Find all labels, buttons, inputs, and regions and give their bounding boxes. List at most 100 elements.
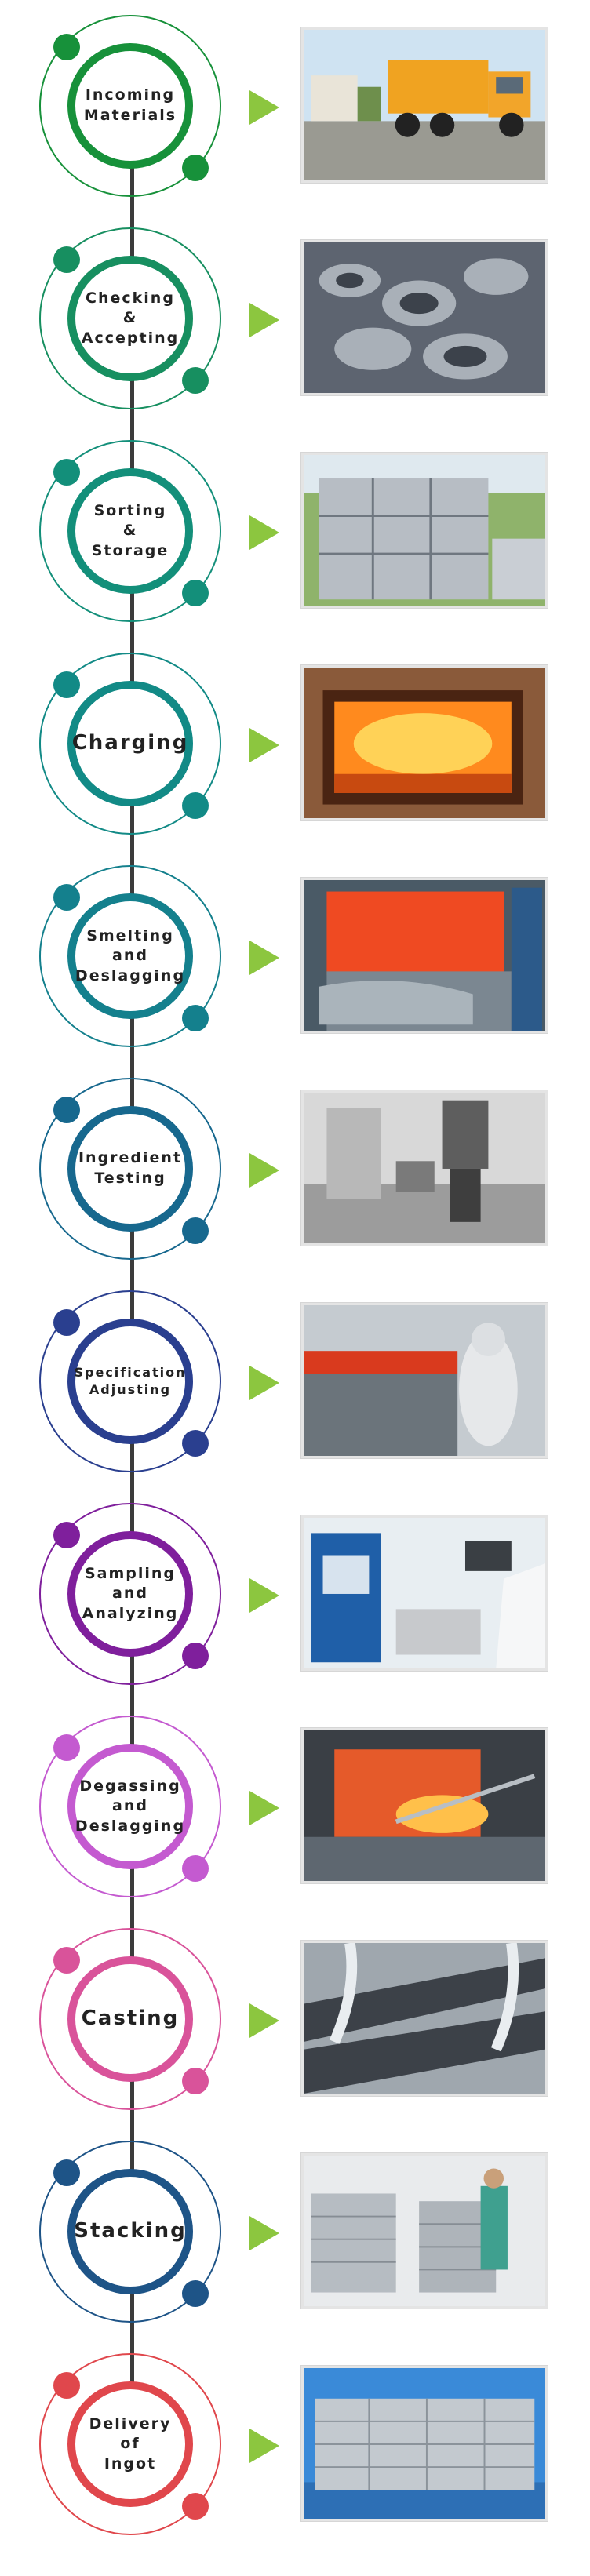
step-label-line: and (112, 1585, 148, 1603)
ingot-delivery-photo (301, 2366, 548, 2521)
step-dot-bottom (182, 1430, 209, 1457)
step-dot-bottom (182, 1855, 209, 1882)
step-outer-ring (39, 1928, 221, 2110)
step-outer-ring (39, 1290, 221, 1472)
step-label-line: Ingredient (78, 1149, 183, 1167)
step-dot-bottom (182, 367, 209, 394)
scrap-metal-photo (301, 240, 548, 395)
step-dot-top (53, 1097, 80, 1123)
step-dot-top (53, 1947, 80, 1974)
step-dot-top (53, 884, 80, 911)
step-label-line: Specification (74, 1365, 187, 1381)
step-dot-top (53, 34, 80, 60)
step-outer-ring (39, 1078, 221, 1260)
step-label-line: Charging (71, 731, 189, 755)
step-label-line: Casting (81, 2007, 180, 2031)
arrow-right-icon (249, 515, 279, 550)
arrow-right-icon (249, 941, 279, 975)
step-label-line: Deslagging (75, 1817, 186, 1835)
process-step: Checking&Accepting (0, 216, 590, 420)
ingredient-testing-photo (301, 1090, 548, 1246)
step-dot-top (53, 2372, 80, 2399)
step-dot-top (53, 459, 80, 486)
degassing-furnace-photo (301, 1728, 548, 1883)
laboratory-analysis-photo (301, 1515, 548, 1671)
worker-protective-suit-photo (301, 1303, 548, 1458)
step-label-line: Adjusting (89, 1382, 172, 1397)
process-step: Stacking (0, 2130, 590, 2334)
step-label-line: of (120, 2435, 140, 2453)
arrow-right-icon (249, 1578, 279, 1613)
step-dot-top (53, 1734, 80, 1761)
step-outer-ring (39, 440, 221, 622)
step-inner-ring: Charging (67, 681, 193, 806)
arrow-right-icon (249, 2429, 279, 2463)
step-label-line: Sampling (84, 1564, 177, 1582)
step-dot-bottom (182, 155, 209, 181)
step-outer-ring (39, 865, 221, 1047)
process-step: Casting (0, 1917, 590, 2121)
arrow-right-icon (249, 2003, 279, 2038)
step-label-line: & (122, 522, 138, 540)
step-label: Sorting&Storage (92, 501, 169, 562)
step-inner-ring: Checking&Accepting (67, 256, 193, 381)
step-outer-ring (39, 653, 221, 835)
step-label-line: Deslagging (75, 966, 186, 984)
step-label-line: & (122, 309, 138, 327)
step-dot-top (53, 1522, 80, 1548)
step-outer-ring (39, 2353, 221, 2535)
smelting-furnace-photo (301, 878, 548, 1033)
arrow-right-icon (249, 2216, 279, 2250)
timeline-spine (130, 102, 134, 2471)
step-inner-ring: Casting (67, 1956, 193, 2082)
step-dot-top (53, 2159, 80, 2186)
arrow-right-icon (249, 90, 279, 125)
step-dot-bottom (182, 2280, 209, 2307)
step-dot-bottom (182, 1643, 209, 1669)
step-label-line: and (112, 947, 148, 965)
step-label-line: Smelting (86, 926, 174, 944)
arrow-right-icon (249, 1791, 279, 1825)
step-label: Charging (72, 730, 189, 757)
step-outer-ring (39, 227, 221, 409)
ingot-stacking-photo (301, 2153, 548, 2309)
step-dot-top (53, 671, 80, 698)
step-label-line: Sorting (93, 501, 167, 519)
step-label: Casting (82, 2005, 180, 2032)
step-dot-bottom (182, 1005, 209, 1031)
arrow-right-icon (249, 1366, 279, 1400)
step-label-line: Testing (94, 1170, 166, 1187)
step-label-line: Delivery (89, 2414, 172, 2432)
step-inner-ring: Stacking (67, 2169, 193, 2294)
scrap-bales-photo (301, 453, 548, 608)
step-label: Stacking (74, 2218, 186, 2245)
step-inner-ring: Sorting&Storage (67, 468, 193, 594)
furnace-charging-photo (301, 665, 548, 820)
step-label: Checking&Accepting (82, 289, 179, 349)
step-dot-bottom (182, 2493, 209, 2520)
step-label-line: Stacking (74, 2219, 187, 2243)
casting-molds-photo (301, 1941, 548, 2096)
step-dot-top (53, 246, 80, 273)
process-step: Charging (0, 642, 590, 846)
arrow-right-icon (249, 303, 279, 337)
arrow-right-icon (249, 728, 279, 762)
step-label-line: Analyzing (82, 1604, 179, 1622)
